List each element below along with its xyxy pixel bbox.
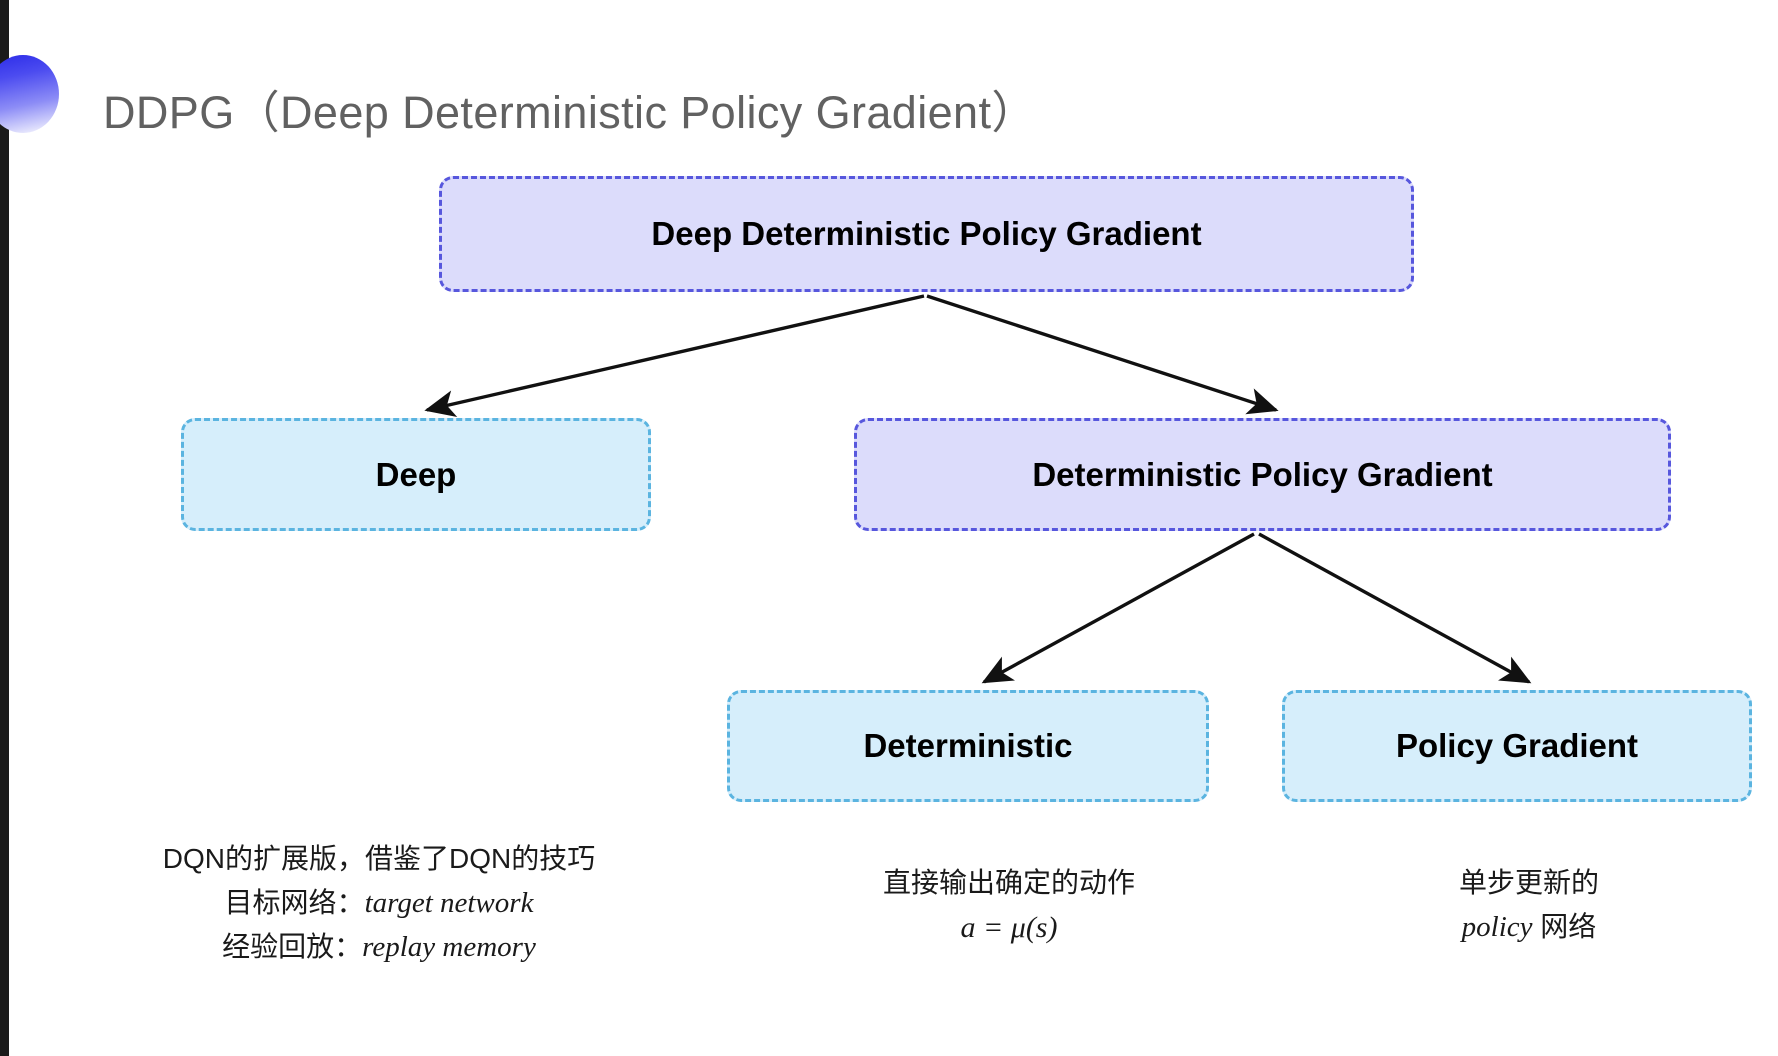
- annotation-deep-line3-label: 经验回放：: [222, 930, 363, 962]
- annotation-deep-line2-value: target network: [364, 886, 534, 919]
- node-root[interactable]: Deep Deterministic Policy Gradient: [439, 176, 1414, 292]
- node-deep[interactable]: Deep: [181, 418, 651, 531]
- annotation-deterministic-formula: a = μ(s): [960, 910, 1058, 944]
- annotation-policy-gradient-term: policy: [1461, 910, 1533, 943]
- annotation-deep-line1: DQN的扩展版，借鉴了DQN的技巧: [162, 843, 596, 874]
- annotation-deep-line2: 目标网络：target network: [69, 881, 689, 925]
- annotation-deep-line3: 经验回放：replay memory: [69, 925, 689, 969]
- page-title: DDPG（Deep Deterministic Policy Gradient）: [103, 87, 1037, 138]
- annotation-policy-gradient-line2: policy 网络: [1329, 905, 1729, 949]
- edge-dpg-to-policy-gradient: [1258, 532, 1532, 684]
- edge-root-to-deep: [424, 294, 925, 418]
- annotation-deep-line3-value: replay memory: [362, 930, 536, 963]
- annotation-policy-gradient-line1: 单步更新的: [1458, 867, 1599, 898]
- edge-dpg-to-deterministic: [981, 532, 1255, 684]
- annotation-deterministic-line1: 直接输出确定的动作: [882, 867, 1135, 898]
- annotation-policy-gradient-suffix: 网络: [1532, 910, 1597, 942]
- node-deterministic-policy-gradient[interactable]: Deterministic Policy Gradient: [854, 418, 1671, 531]
- node-deterministic[interactable]: Deterministic: [727, 690, 1209, 802]
- edge-root-to-dpg: [926, 294, 1279, 415]
- annotation-policy-gradient: 单步更新的 policy 网络: [1329, 862, 1729, 949]
- annotation-deterministic: 直接输出确定的动作 a = μ(s): [779, 862, 1239, 950]
- annotation-deep: DQN的扩展版，借鉴了DQN的技巧 目标网络：target network 经验…: [69, 838, 689, 969]
- node-policy-gradient[interactable]: Policy Gradient: [1282, 690, 1752, 802]
- annotation-deep-line2-label: 目标网络：: [224, 886, 365, 918]
- gradient-circle-icon: [0, 55, 59, 133]
